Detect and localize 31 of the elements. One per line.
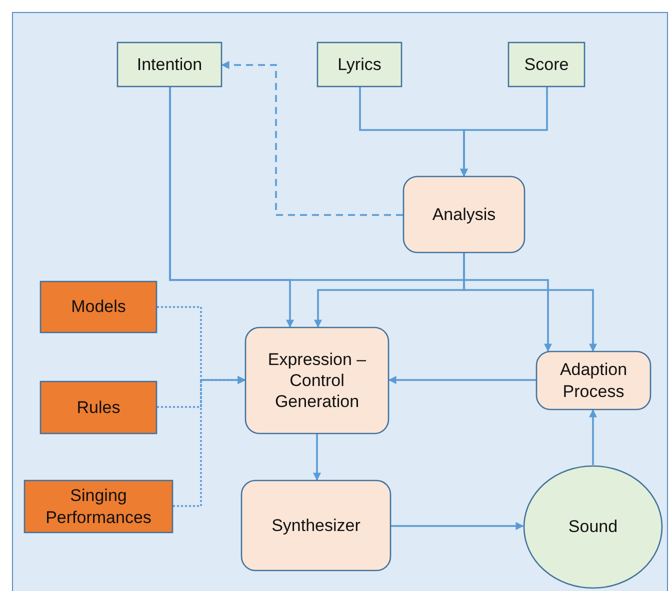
arrow: [391, 522, 524, 530]
node-label: Singing Performances: [44, 485, 152, 528]
node-label: Lyrics: [336, 54, 382, 76]
node-label: Rules: [76, 396, 122, 418]
arrow: [388, 376, 536, 384]
node-label: Intention: [136, 54, 204, 76]
node-label: Analysis: [431, 204, 497, 226]
node-label: Adaption Process: [558, 359, 628, 402]
process-box: [403, 176, 525, 253]
arrow: [169, 87, 552, 352]
node-label: Models: [70, 296, 127, 318]
source-box: [40, 281, 157, 333]
input-box: [317, 42, 402, 87]
node-label: Synthesizer: [270, 514, 362, 536]
source-box: [24, 480, 173, 533]
dashed-arrow: [221, 60, 403, 216]
node-label: Expression – Control Generation: [266, 348, 368, 412]
input-box: [508, 42, 585, 87]
arrow: [312, 434, 322, 481]
process-box: [241, 480, 391, 571]
arrow: [460, 87, 548, 177]
dashed-arrow: [173, 376, 246, 507]
arrow: [463, 253, 598, 352]
arrow: [588, 409, 598, 465]
process-box: [536, 351, 651, 410]
source-box: [40, 381, 157, 434]
output-circle: [523, 465, 663, 589]
node-label: Sound: [567, 516, 619, 538]
node-label: Score: [523, 54, 570, 76]
process-box: [245, 327, 389, 434]
input-box: [117, 42, 222, 87]
